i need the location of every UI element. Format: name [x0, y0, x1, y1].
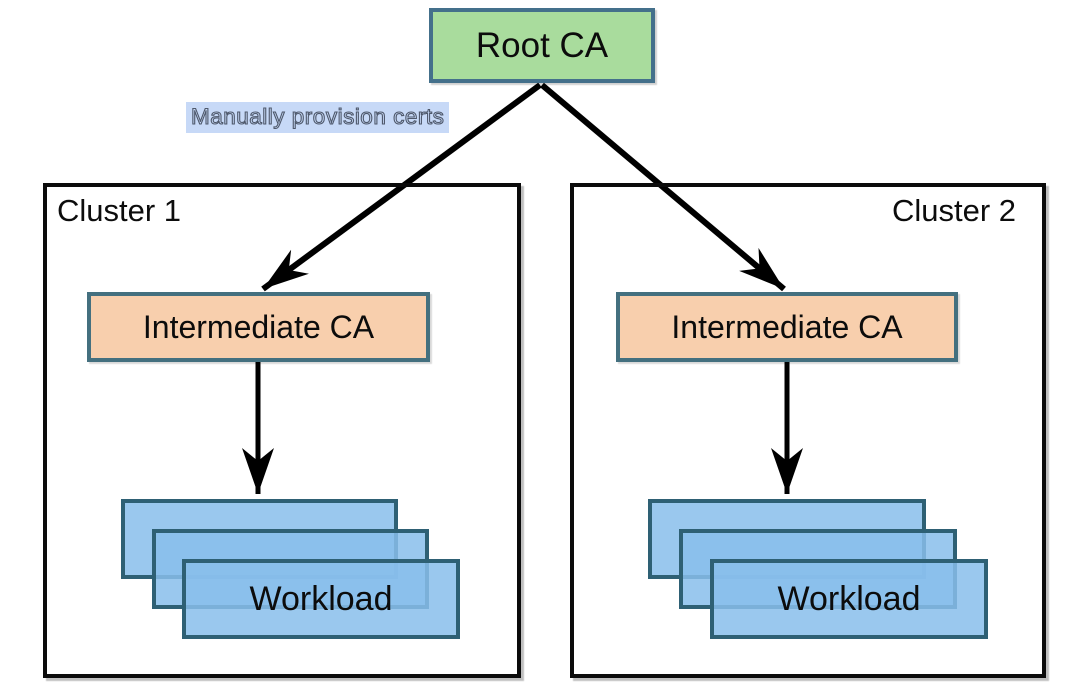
cluster-2-workload-label: Workload — [777, 579, 921, 618]
cluster-1-workload-label: Workload — [249, 579, 393, 618]
cluster-1-workload-card-front: Workload — [182, 559, 460, 639]
cluster-2-intermediate-ca-label: Intermediate CA — [671, 308, 903, 345]
cluster-2-workload-card-front: Workload — [710, 559, 988, 639]
cluster-1-label: Cluster 1 — [57, 193, 182, 228]
cluster-1-intermediate-ca-box: Intermediate CA — [87, 292, 430, 362]
cluster-2-frame: Cluster 2 — [570, 183, 1046, 678]
root-ca-label: Root CA — [475, 25, 609, 65]
cluster-1-intermediate-ca-label: Intermediate CA — [142, 308, 375, 345]
cluster-1-frame: Cluster 1 — [43, 183, 521, 678]
manually-provision-certs-annotation: Manually provision certs — [186, 102, 450, 133]
cluster-2-intermediate-ca-box: Intermediate CA — [616, 292, 958, 362]
cluster-2-label: Cluster 2 — [891, 193, 1016, 228]
root-ca-box: Root CA — [429, 8, 655, 83]
